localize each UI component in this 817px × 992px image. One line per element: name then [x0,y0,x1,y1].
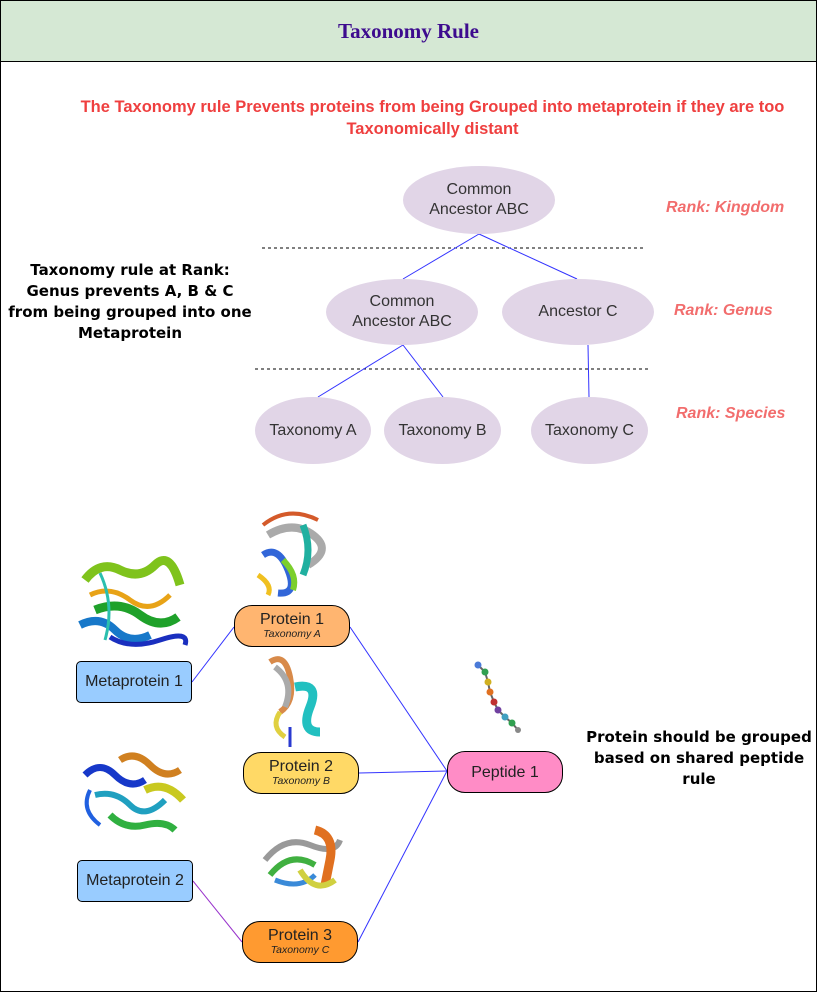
subtitle: The Taxonomy rule Prevents proteins from… [80,98,785,138]
protein-1-structure-image [256,511,326,597]
edge-protein2-peptide [358,770,448,774]
peptide-structure-image [474,661,521,733]
rank-label-kingdom: Rank: Kingdom [666,199,785,216]
node-label: Taxonomy B [398,421,487,439]
metaprotein-2: Metaprotein 2 [77,860,193,902]
edge-kingdom-genus-c [478,233,578,280]
protein-name: Protein 1 [259,611,325,628]
protein-taxonomy: Taxonomy B [272,775,330,787]
edge-protein1-peptide [349,626,448,772]
metaprotein-1: Metaprotein 1 [76,661,192,703]
node-label: Common Ancestor ABC [429,181,529,218]
node-label: Taxonomy C [545,421,634,439]
node-species-a: Taxonomy A [255,397,371,464]
node-genus-common-ancestor: Common Ancestor ABC [326,279,478,345]
protein-taxonomy: Taxonomy A [263,628,321,640]
left-note: Taxonomy rule at Rank: Genus prevents A,… [8,261,252,342]
protein-name: Protein 2 [268,758,334,775]
protein-2: Protein 2 Taxonomy B [243,752,359,794]
node-label: Taxonomy A [269,421,357,439]
edge-meta2-protein3 [192,880,243,943]
protein-1: Protein 1 Taxonomy A [234,605,350,647]
node-genus-ancestor-c: Ancestor C [502,279,654,345]
title-bar: Taxonomy Rule [1,1,816,62]
protein-2-structure-image [268,656,321,747]
protein-3-structure-image [262,825,343,889]
metaprotein-label: Metaprotein 1 [85,673,183,690]
node-label: Common Ancestor ABC [352,293,452,330]
right-note: Protein should be grouped based on share… [586,728,812,788]
edge-genus-c [587,344,590,398]
node-kingdom-common-ancestor: Common Ancestor ABC [403,166,555,234]
peptide-1: Peptide 1 [447,751,563,793]
peptide-name: Peptide 1 [471,763,539,781]
page-title: Taxonomy Rule [337,18,479,43]
edge-meta1-protein1 [191,626,235,683]
rank-label-genus: Rank: Genus [674,302,773,319]
edge-kingdom-genus-abc [402,233,480,280]
node-label: Ancestor C [538,303,618,320]
node-species-c: Taxonomy C [531,397,648,464]
node-species-b: Taxonomy B [384,397,501,464]
rank-label-species: Rank: Species [676,405,786,422]
protein-taxonomy: Taxonomy C [270,944,330,956]
edge-genus-a [317,344,404,398]
protein-name: Protein 3 [267,927,333,944]
protein-3: Protein 3 Taxonomy C [242,921,358,963]
metaprotein-label: Metaprotein 2 [86,872,184,889]
edge-genus-b [402,344,444,398]
edge-protein3-peptide [357,770,448,943]
metaprotein-2-structure-image [82,752,186,833]
metaprotein-1-structure-image [78,556,189,647]
